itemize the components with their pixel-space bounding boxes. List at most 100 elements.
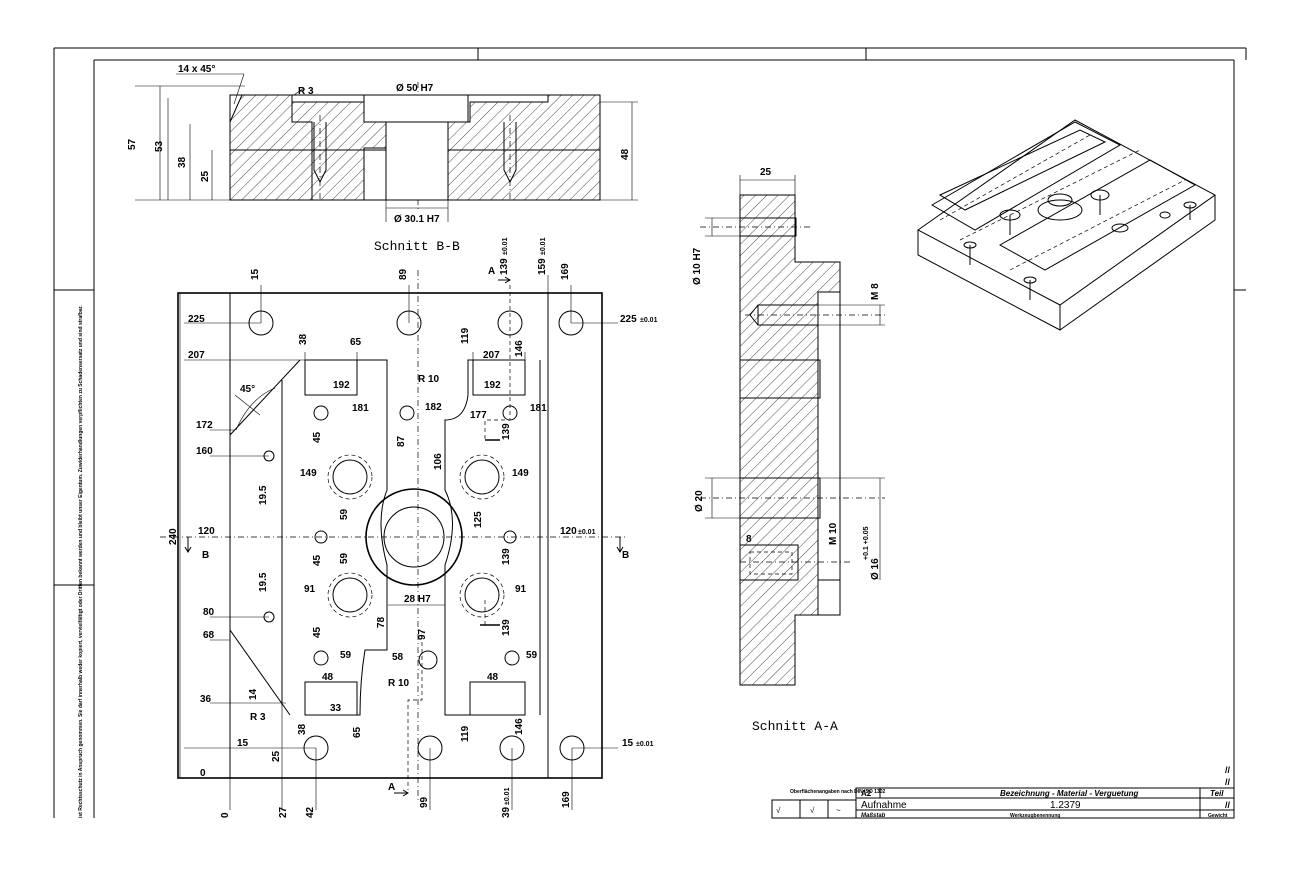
tol-bottom-39: ±0.01 xyxy=(504,787,511,805)
dim-int-r10b: R 10 xyxy=(388,678,410,689)
section-aa-view xyxy=(700,175,885,686)
dim-int-207: 207 xyxy=(483,350,500,361)
dim-left-0: 0 xyxy=(200,768,206,779)
section-bb-view xyxy=(135,73,638,222)
dim-int-149: 149 xyxy=(300,468,317,479)
dim-int-139c: 139 xyxy=(501,619,512,636)
dim-int-146b: 146 xyxy=(514,718,525,735)
dim-left-15: 15 xyxy=(237,738,249,749)
dim-aa-d16: Ø 16 xyxy=(870,558,881,580)
part-name: Aufnahme xyxy=(861,800,907,811)
dim-top-159: 159 xyxy=(537,258,548,275)
dim-right-15: 15 xyxy=(622,738,634,749)
dim-int-33: 33 xyxy=(330,703,342,714)
section-mark-b-right: B xyxy=(622,550,629,561)
dim-int-181b: 181 xyxy=(530,403,547,414)
dim-left-172: 172 xyxy=(196,420,213,431)
dim-int-91: 91 xyxy=(304,584,316,595)
dim-bottom-169: 169 xyxy=(561,791,572,808)
dim-overall-240: 240 xyxy=(168,528,179,545)
dim-left-80: 80 xyxy=(203,607,215,618)
dim-int-59b: 59 xyxy=(339,552,350,564)
dim-int-182: 182 xyxy=(425,402,442,413)
dim-bottom-42: 42 xyxy=(305,806,316,818)
section-bb-title: Schnitt B-B xyxy=(374,239,460,254)
dim-h38: 38 xyxy=(177,156,188,168)
dim-int-192b: 192 xyxy=(484,380,501,391)
dim-int-119b: 119 xyxy=(460,725,471,742)
dim-int-97: 97 xyxy=(417,628,428,640)
dim-aa-d20: Ø 20 xyxy=(694,490,705,512)
dim-bottom-27: 27 xyxy=(278,806,289,818)
section-mark-a-top: A xyxy=(488,266,495,277)
dim-int-59d: 59 xyxy=(526,650,538,661)
mark-2: // xyxy=(1225,777,1231,787)
section-bb-dimensions: 14 x 45° R 3 Ø 50 H7 Ø 30.1 H7 57 53 38 … xyxy=(127,64,631,254)
dim-int-149b: 149 xyxy=(512,468,529,479)
section-mark-a-bottom: A xyxy=(388,782,395,793)
dim-int-r3: R 3 xyxy=(250,712,266,723)
dim-bottom-0: 0 xyxy=(220,812,231,818)
material-number: 1.2379 xyxy=(1050,800,1081,811)
dim-bottom-39: 39 xyxy=(501,806,512,818)
dim-int-65b: 65 xyxy=(352,726,363,738)
dim-top-139: 139 xyxy=(499,258,510,275)
tol-right-120: ±0.01 xyxy=(578,529,596,536)
dim-int-125: 125 xyxy=(473,511,484,528)
dim-int-48b: 48 xyxy=(487,672,499,683)
dim-aa-25: 25 xyxy=(760,167,772,178)
dim-left-207: 207 xyxy=(188,350,205,361)
dim-bore-bottom: Ø 30.1 H7 xyxy=(394,214,440,225)
title-block: Oberflächenangaben nach DIN ISO 1302 A2 … xyxy=(771,765,1235,819)
dim-int-14: 14 xyxy=(248,688,259,700)
dim-h48: 48 xyxy=(620,148,631,160)
mark-3: // xyxy=(1225,800,1231,810)
dim-bottom-99: 99 xyxy=(419,796,430,808)
dim-int-45c: 45 xyxy=(312,626,323,638)
dim-int-58: 58 xyxy=(392,652,404,663)
scale-label: Maßstab xyxy=(861,813,886,819)
dim-top-169: 169 xyxy=(560,263,571,280)
dim-int-38b: 38 xyxy=(297,723,308,735)
surface-note: Oberflächenangaben nach DIN ISO 1302 xyxy=(790,789,886,795)
dim-int-139b: 139 xyxy=(501,548,512,565)
surface-symbol-2-icon: √ xyxy=(810,806,815,815)
section-aa-dimensions: 25 Ø 10 H7 M 8 Ø 20 M 10 Ø 16 +0.1 +0.05… xyxy=(692,167,881,734)
dim-int-19-5b: 19.5 xyxy=(258,572,269,592)
dim-int-91b: 91 xyxy=(515,584,527,595)
dim-aa-d10: Ø 10 H7 xyxy=(692,247,703,285)
dim-left-120: 120 xyxy=(198,526,215,537)
dim-h57: 57 xyxy=(127,138,138,150)
dim-int-106: 106 xyxy=(433,453,444,470)
dim-int-45deg: 45° xyxy=(240,384,255,395)
dim-int-192: 192 xyxy=(333,380,350,391)
dim-int-45: 45 xyxy=(312,431,323,443)
dim-int-28h7: 28 H7 xyxy=(404,594,431,605)
dim-aa-m10: M 10 xyxy=(828,522,839,545)
dim-int-139: 139 xyxy=(501,423,512,440)
tool-label: Werkzeugbenennung xyxy=(1010,813,1060,819)
weight-label: Gewicht xyxy=(1208,813,1228,819)
dim-int-48: 48 xyxy=(322,672,334,683)
dim-int-19-5: 19.5 xyxy=(258,485,269,505)
copyright-note: ist Rechtsschutz in Anspruch genommen. S… xyxy=(78,305,84,818)
description-label: Bezeichnung - Material - Verguetung xyxy=(1000,789,1138,798)
dim-radius: R 3 xyxy=(298,86,314,97)
isometric-view xyxy=(917,119,1216,331)
dim-aa-m8: M 8 xyxy=(870,283,881,300)
dim-h25: 25 xyxy=(200,170,211,182)
dim-bore-top: Ø 50 H7 xyxy=(396,83,434,94)
mark-1: // xyxy=(1225,765,1231,775)
sheet-frame xyxy=(53,47,1247,818)
dim-left-68: 68 xyxy=(203,630,215,641)
dim-int-87: 87 xyxy=(396,435,407,447)
dim-h53: 53 xyxy=(154,140,165,152)
tol-right-225: ±0.01 xyxy=(640,317,658,324)
dim-int-59: 59 xyxy=(339,508,350,520)
surface-symbol-3-icon: ~ xyxy=(836,806,841,815)
dim-top-15: 15 xyxy=(250,268,261,280)
surface-symbol-1-icon: √ xyxy=(776,806,781,815)
dim-int-45b: 45 xyxy=(312,554,323,566)
